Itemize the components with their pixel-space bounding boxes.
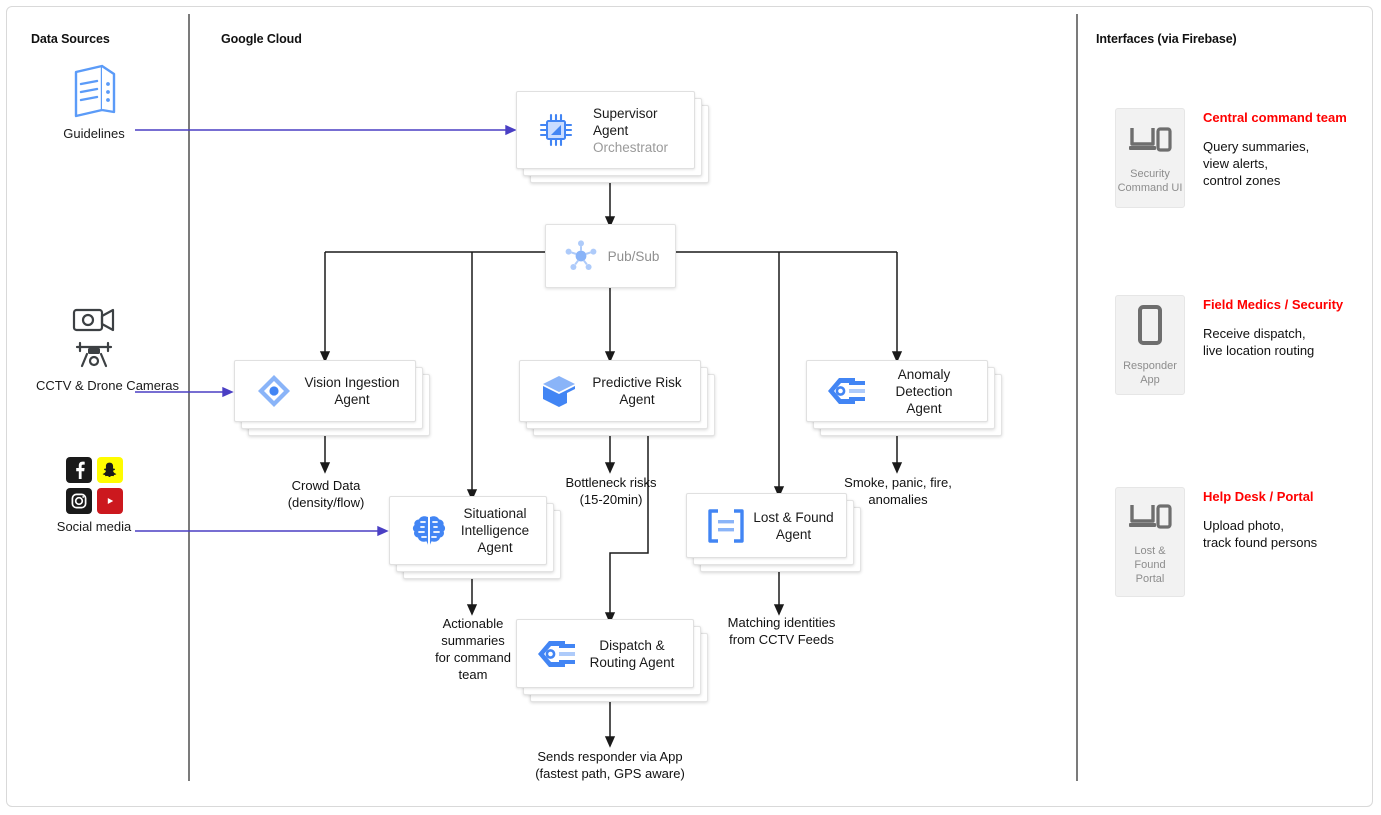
lane-title-data-sources: Data Sources bbox=[31, 32, 110, 46]
interface-tile-label: Lost & Found Portal bbox=[1134, 544, 1166, 585]
source-arrows bbox=[135, 124, 517, 537]
interface-tile-label: Responder App bbox=[1123, 359, 1177, 386]
interface-lost-found-portal[interactable]: Lost & Found Portal Help Desk / Portal U… bbox=[1115, 487, 1365, 597]
edge-label-bottleneck-risks: Bottleneck risks (15-20min) bbox=[565, 475, 657, 507]
node-pubsub[interactable]: Pub/Sub bbox=[545, 224, 676, 288]
social-media-icons bbox=[52, 455, 136, 515]
interface-description: Query summaries, view alerts, control zo… bbox=[1203, 139, 1310, 188]
card-face: Anomaly Detection Agent bbox=[806, 360, 988, 422]
interface-tile-label: Security Command UI bbox=[1117, 167, 1183, 194]
edge-label-matching-identities: Matching identities from CCTV Feeds bbox=[727, 615, 836, 647]
data-source-label: CCTV & Drone Cameras bbox=[36, 378, 180, 393]
chip-icon bbox=[533, 107, 579, 153]
card-face: Situational Intelligence Agent bbox=[389, 496, 547, 565]
snapchat-icon bbox=[96, 456, 123, 483]
instagram-icon bbox=[65, 487, 92, 514]
edge-label-anomalies: Smoke, panic, fire, anomalies bbox=[844, 475, 952, 507]
interface-description: Receive dispatch, live location routing bbox=[1203, 326, 1315, 358]
lane-title-interfaces: Interfaces (via Firebase) bbox=[1096, 32, 1237, 46]
node-subtitle: Orchestrator bbox=[593, 139, 669, 155]
data-source-guidelines[interactable]: Guidelines bbox=[58, 60, 130, 142]
data-source-social[interactable]: Social media bbox=[52, 455, 136, 535]
node-predictive-risk-agent[interactable]: Predictive Risk Agent bbox=[519, 360, 715, 436]
interface-description: Upload photo, track found persons bbox=[1203, 518, 1318, 550]
node-title: Dispatch & Routing Agent bbox=[589, 637, 675, 670]
interface-responder-app[interactable]: Responder App Field Medics / Security Re… bbox=[1115, 295, 1365, 399]
dispatch-connector-icon bbox=[823, 368, 869, 414]
desktop-mobile-icon bbox=[1127, 122, 1173, 161]
data-source-label: Social media bbox=[56, 519, 132, 534]
node-title: Supervisor Agent bbox=[593, 105, 658, 138]
facebook-icon bbox=[65, 456, 92, 483]
pubsub-icon bbox=[558, 233, 604, 279]
desktop-mobile-icon bbox=[1127, 499, 1173, 538]
edge-label-actionable-summaries: Actionable summaries for command team bbox=[435, 616, 511, 682]
interface-audience: Field Medics / Security bbox=[1203, 297, 1344, 312]
node-title: Predictive Risk Agent bbox=[592, 375, 682, 407]
node-title: Vision Ingestion Agent bbox=[304, 375, 400, 407]
interface-audience: Central command team bbox=[1203, 110, 1347, 125]
vision-diamond-icon bbox=[251, 368, 297, 414]
node-title: Situational Intelligence Agent bbox=[460, 506, 530, 555]
node-anomaly-detection-agent[interactable]: Anomaly Detection Agent bbox=[806, 360, 1002, 436]
card-face: Predictive Risk Agent bbox=[519, 360, 701, 422]
node-title: Pub/Sub bbox=[607, 248, 660, 264]
interface-security-command-ui[interactable]: Security Command UI Central command team… bbox=[1115, 108, 1365, 212]
dispatch-connector-icon bbox=[533, 631, 579, 677]
youtube-icon bbox=[96, 487, 123, 514]
data-source-label: Guidelines bbox=[63, 126, 125, 141]
document-brackets-icon bbox=[703, 503, 749, 549]
data-source-cameras[interactable]: CCTV & Drone Cameras bbox=[36, 300, 180, 394]
card-face: Dispatch & Routing Agent bbox=[516, 619, 694, 688]
interface-tile: Responder App bbox=[1115, 295, 1185, 395]
interface-tile: Lost & Found Portal bbox=[1115, 487, 1185, 597]
interface-tile: Security Command UI bbox=[1115, 108, 1185, 208]
node-title: Lost & Found Agent bbox=[753, 509, 834, 542]
card-face: Vision Ingestion Agent bbox=[234, 360, 416, 422]
cube-icon bbox=[536, 368, 582, 414]
node-supervisor-agent[interactable]: Supervisor Agent Orchestrator bbox=[516, 91, 709, 183]
node-title: Anomaly Detection Agent bbox=[895, 366, 953, 416]
cctv-drone-icon bbox=[36, 300, 152, 374]
node-lost-found-agent[interactable]: Lost & Found Agent bbox=[686, 493, 861, 572]
mobile-icon bbox=[1134, 304, 1166, 353]
documents-icon bbox=[58, 60, 130, 122]
lane-title-google-cloud: Google Cloud bbox=[221, 32, 302, 46]
node-vision-ingestion-agent[interactable]: Vision Ingestion Agent bbox=[234, 360, 430, 436]
node-dispatch-routing-agent[interactable]: Dispatch & Routing Agent bbox=[516, 619, 708, 702]
node-situational-intelligence-agent[interactable]: Situational Intelligence Agent bbox=[389, 496, 561, 579]
edge-label-sends-responder: Sends responder via App (fastest path, G… bbox=[535, 749, 685, 781]
card-face: Lost & Found Agent bbox=[686, 493, 847, 558]
interface-audience: Help Desk / Portal bbox=[1203, 489, 1314, 504]
brain-icon bbox=[406, 508, 452, 554]
card-face: Supervisor Agent Orchestrator bbox=[516, 91, 695, 169]
edge-label-crowd-data: Crowd Data (density/flow) bbox=[287, 478, 365, 510]
